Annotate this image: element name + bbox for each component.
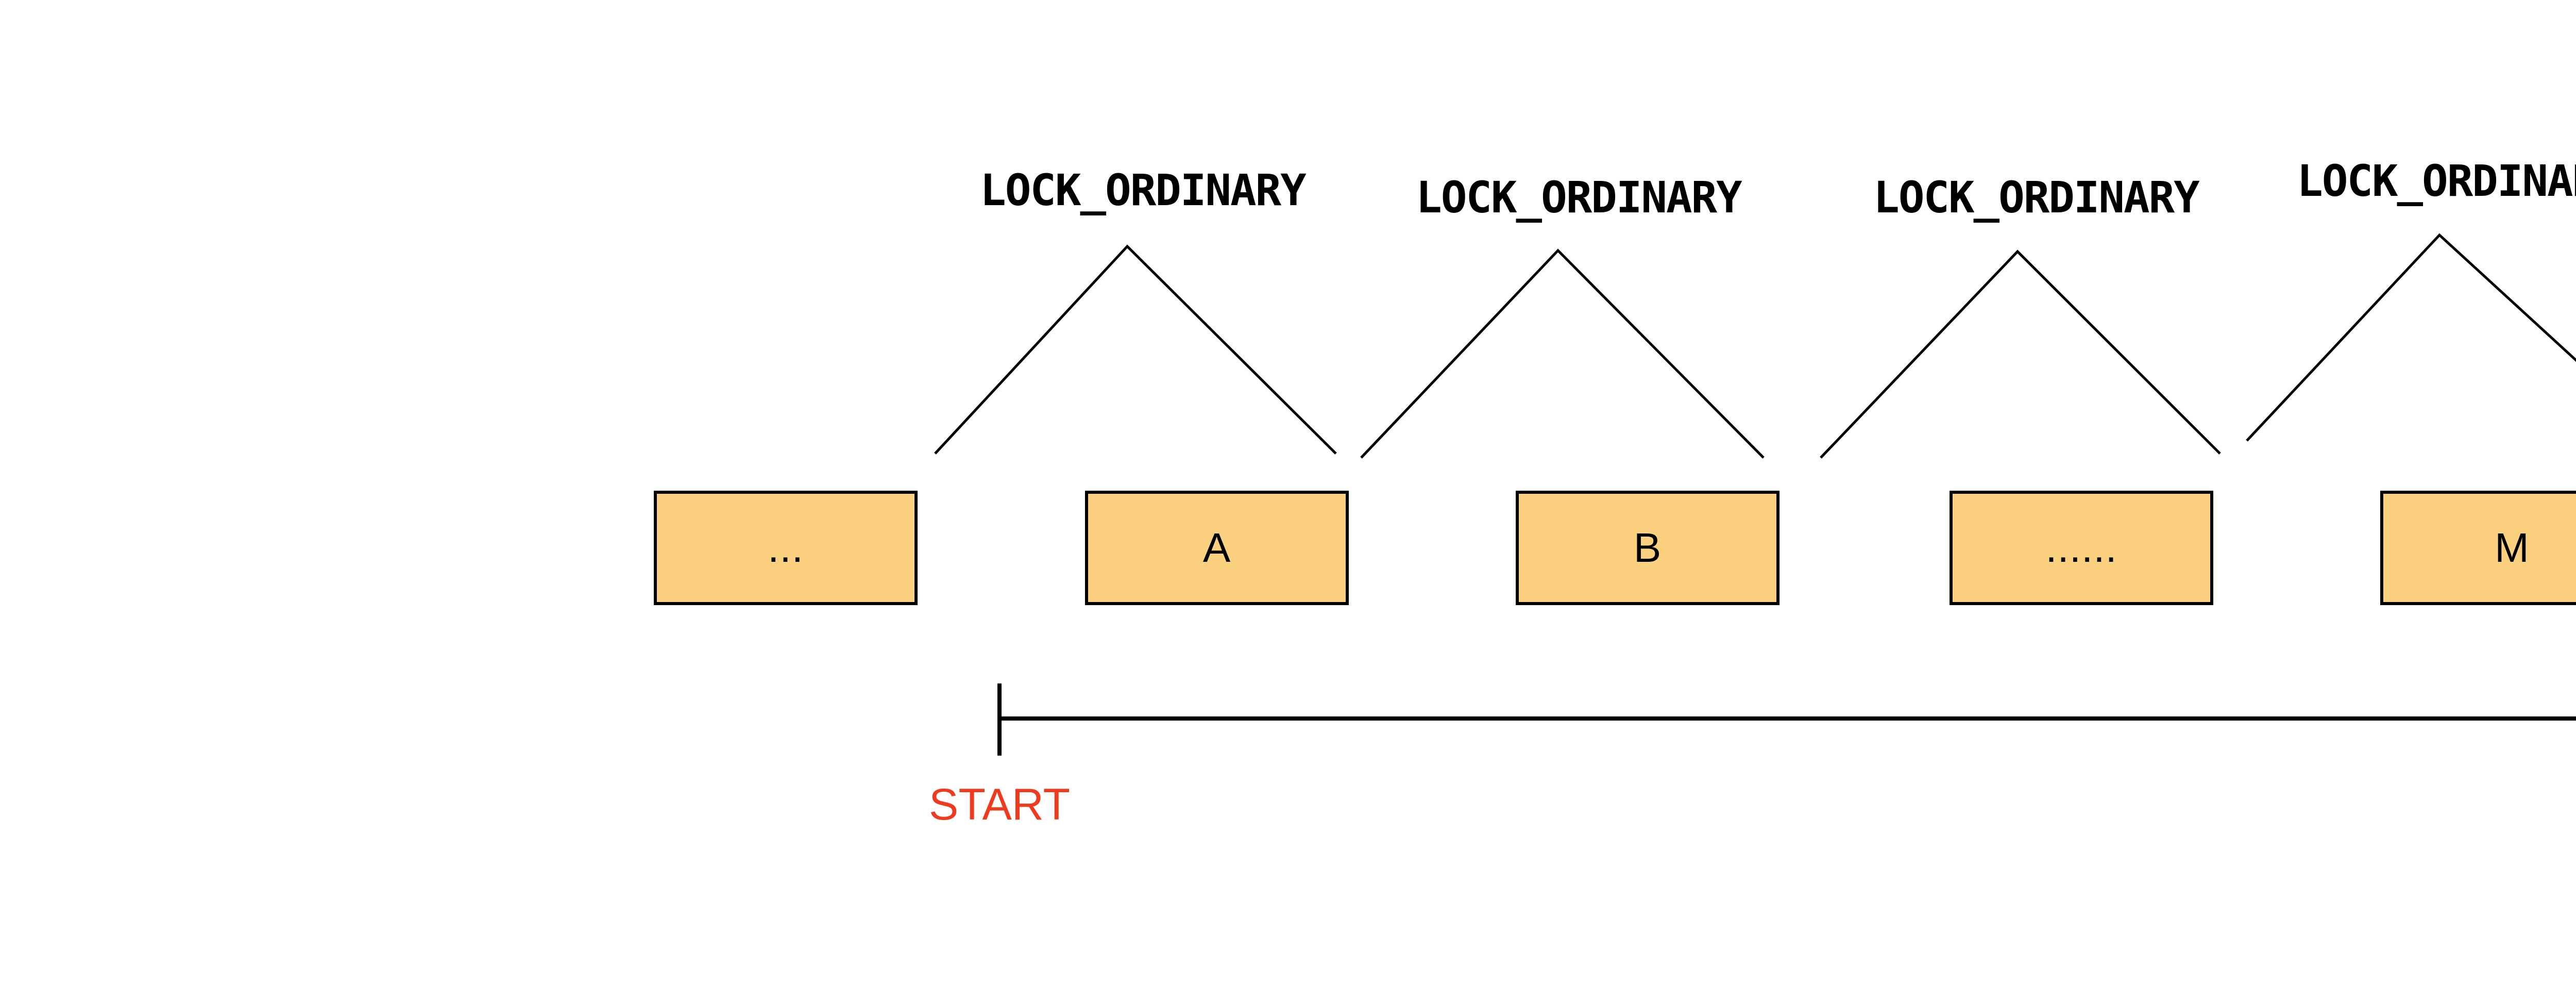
box-label: A	[1202, 525, 1231, 571]
lock-ordinary-label: LOCK_ORDINARY	[1873, 172, 2199, 223]
box-label: ...	[768, 525, 804, 571]
timeline-start-tick	[997, 683, 1002, 756]
start-label: START	[929, 780, 1070, 829]
lock-ordinary-label: LOCK_ORDINARY	[1416, 172, 1742, 223]
lock-range-caret	[1820, 249, 2221, 459]
lock-ordinary-label: LOCK_ORDINARY	[980, 165, 1306, 215]
queue-box: ......	[1950, 491, 2213, 605]
queue-box: B	[1516, 491, 1780, 605]
lock-range-caret	[1360, 248, 1765, 459]
lock-range-caret	[934, 244, 1337, 455]
queue-box: A	[1085, 491, 1349, 605]
box-label: ......	[2045, 525, 2117, 571]
queue-box: ...	[654, 491, 918, 605]
box-label: M	[2495, 525, 2530, 571]
timeline-axis	[999, 716, 2576, 721]
lock-ordinary-label: LOCK_ORDINARY	[2297, 156, 2576, 206]
box-label: B	[1633, 525, 1662, 571]
lock-range-caret	[2246, 233, 2576, 442]
queue-box: M	[2380, 491, 2576, 605]
